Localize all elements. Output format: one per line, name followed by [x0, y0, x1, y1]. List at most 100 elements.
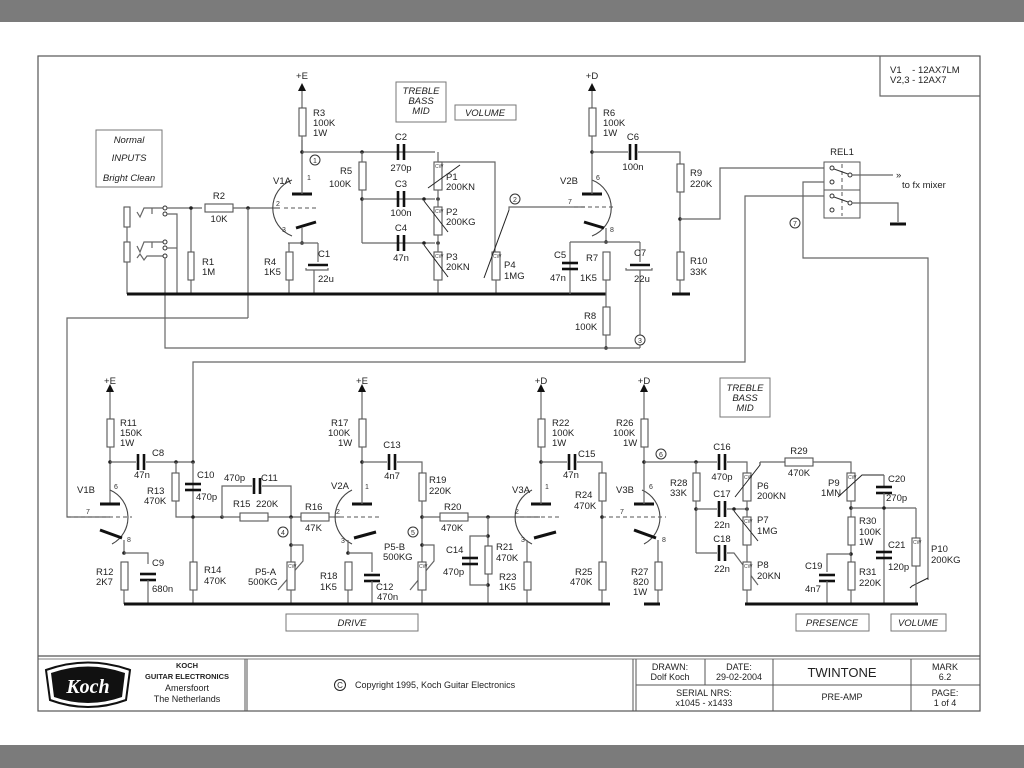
node-1-marker: 1 — [313, 158, 317, 165]
drive-label: DRIVE — [337, 618, 367, 629]
r16-value: 47K — [305, 523, 323, 534]
tube-v3b: V3B 678 — [602, 484, 666, 545]
resistor-r20 — [439, 512, 469, 522]
schematic-drawing: V1 - 12AX7LM V2,3 - 12AX7 Normal INPUTS … — [37, 55, 981, 712]
inputs-panel-label — [95, 129, 163, 188]
c19-value: 4n7 — [805, 584, 821, 595]
cw-markers: CW CW CW CW CW CW CW CW CW CW CW — [288, 164, 922, 570]
koch-logo-text: Koch — [65, 676, 109, 698]
p1-label: P1 — [446, 172, 458, 183]
c20-value: 270p — [886, 493, 907, 504]
r18-label: R18 — [320, 571, 337, 582]
r18-value: 1K5 — [320, 582, 337, 593]
p5a-label: P5-A — [255, 567, 277, 578]
input-stage: Normal INPUTS Bright Clean R1 — [66, 71, 946, 580]
c20-label: C20 — [888, 474, 905, 485]
c15-value: 47n — [563, 470, 579, 481]
r30-power: 1W — [859, 537, 873, 548]
svg-text:1: 1 — [365, 484, 369, 491]
node-4-marker: 4 — [281, 530, 285, 537]
r6-value: 100K — [603, 118, 626, 129]
p6-label: P6 — [757, 481, 769, 492]
resistor-r28 — [692, 472, 701, 502]
rail-d-label-3: +D — [638, 376, 651, 387]
serial-value: x1045 - x1433 — [675, 698, 732, 708]
c17-value: 22n — [714, 520, 730, 531]
c12-label: C12 — [376, 582, 393, 593]
c21-label: C21 — [888, 540, 905, 551]
node-6-marker: 6 — [659, 452, 663, 459]
mark-value: 6.2 — [939, 672, 952, 682]
r25-label: R25 — [575, 567, 592, 578]
pot-p2[interactable]: P2 200KG — [423, 200, 476, 236]
c4-value: 47n — [393, 253, 409, 264]
pot-p7[interactable]: P7 1MG — [733, 510, 778, 546]
r27-value: 820 — [633, 577, 649, 588]
r28-value: 33K — [670, 488, 688, 499]
r3-value: 100K — [313, 118, 336, 129]
svg-text:8: 8 — [127, 537, 131, 544]
pot-p4[interactable]: P4 1MG — [483, 209, 525, 282]
p10-label: P10 — [931, 544, 948, 555]
resistor-r15 — [239, 512, 269, 522]
c13-label: C13 — [383, 440, 400, 451]
document-title: TWINTONE — [807, 665, 876, 680]
r20-label: R20 — [444, 502, 461, 513]
resistor-r27 — [654, 561, 663, 591]
svg-text:7: 7 — [86, 509, 90, 516]
serial-label: SERIAL NRS: — [676, 688, 732, 698]
resistor-r16 — [300, 512, 330, 522]
v2b-label: V2B — [560, 176, 578, 187]
c18-label: C18 — [713, 534, 730, 545]
r28-label: R28 — [670, 478, 687, 489]
c8-label: C8 — [152, 448, 164, 459]
bass-label: BASS — [408, 96, 434, 107]
v1b-label: V1B — [77, 485, 95, 496]
r24-value: 470K — [574, 501, 597, 512]
resistor-r12 — [120, 561, 129, 591]
resistor-r19 — [418, 472, 427, 502]
pot-p3[interactable]: P3 20KN — [423, 244, 470, 281]
resistor-r31 — [847, 561, 856, 591]
r22-power: 1W — [552, 438, 566, 449]
node-2-marker: 2 — [513, 197, 517, 204]
r26-label: R26 — [616, 418, 633, 429]
tube-v1a: V1A 123 — [272, 175, 318, 237]
mid-label-2: MID — [736, 403, 754, 414]
svg-text:CW: CW — [848, 475, 857, 481]
rail-e-label: +E — [296, 71, 308, 82]
r19-value: 220K — [429, 486, 452, 497]
c2-label: C2 — [395, 132, 407, 143]
pot-p6[interactable]: P6 200KN — [734, 462, 786, 502]
r30-value: 100K — [859, 527, 882, 538]
c6-value: 100n — [622, 162, 643, 173]
date-value: 29-02-2004 — [716, 672, 762, 682]
r1-label: R1 — [202, 257, 214, 268]
c11-label: C11 — [261, 473, 278, 484]
c14-label: C14 — [446, 545, 463, 556]
resistor-r4 — [285, 251, 294, 281]
rail-d-label: +D — [586, 71, 599, 82]
c10-label: C10 — [197, 470, 214, 481]
c16-value: 470p — [711, 472, 732, 483]
p3-label: P3 — [446, 252, 458, 263]
v2a-label: V2A — [331, 481, 350, 492]
pot-p10[interactable]: P10 200KG — [909, 508, 961, 589]
c15-label: C15 — [578, 449, 595, 460]
company-city: Amersfoort — [165, 683, 210, 693]
c16-label: C16 — [713, 442, 730, 453]
page-value: 1 of 4 — [934, 698, 957, 708]
p2-value: 200KG — [446, 217, 476, 228]
p9-label: P9 — [828, 478, 840, 489]
svg-text:7: 7 — [620, 509, 624, 516]
svg-text:CW: CW — [744, 475, 753, 481]
p3-value: 20KN — [446, 262, 470, 273]
resistor-r23 — [523, 561, 532, 591]
company-name-line1: KOCH — [176, 661, 198, 670]
tube-v2b: V2B 678 — [560, 175, 614, 237]
resistor-r24 — [598, 472, 607, 502]
r4-label: R4 — [264, 257, 276, 268]
p9-value: 1MN — [821, 488, 841, 499]
p4-label: P4 — [504, 260, 516, 271]
r10-label: R10 — [690, 256, 707, 267]
